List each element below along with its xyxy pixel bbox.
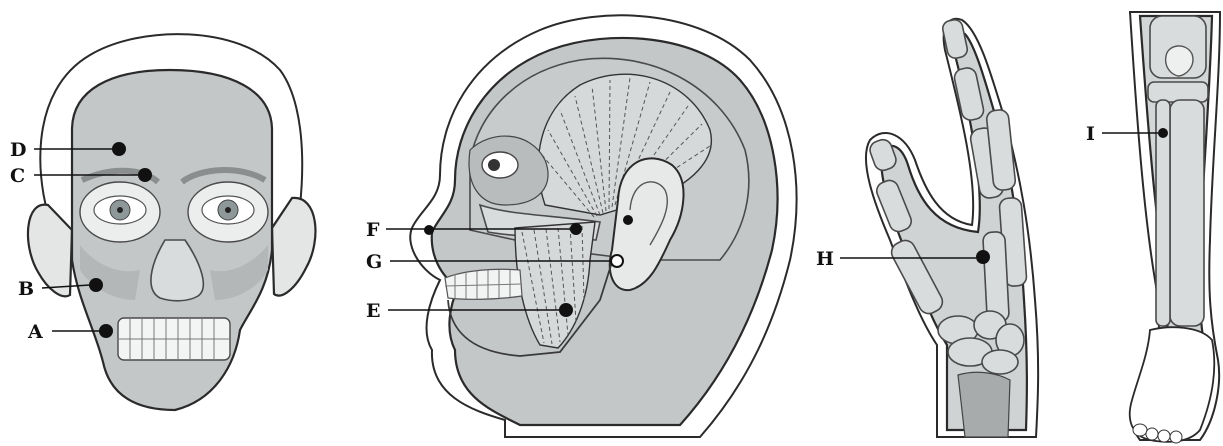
label-H: H <box>816 248 834 270</box>
label-F: F <box>366 219 380 241</box>
lateral-teeth <box>445 269 522 299</box>
label-C: C <box>10 165 25 187</box>
lower-leg-figure <box>1130 12 1220 443</box>
label-G: G <box>366 251 382 273</box>
teeth-row <box>118 318 230 360</box>
label-A: A <box>27 321 43 343</box>
iris <box>488 159 500 171</box>
radius-bone <box>958 372 1010 437</box>
left-ear <box>28 205 72 297</box>
tibial-plateau <box>1148 82 1208 102</box>
metacarpal-1 <box>983 231 1010 322</box>
tibia <box>1170 100 1204 326</box>
hand-figure <box>866 18 1038 437</box>
right-pupil <box>225 207 231 213</box>
lateral-head-figure <box>410 15 796 437</box>
label-I: I <box>1086 123 1095 145</box>
label-E: E <box>366 300 380 322</box>
frontal-skull-figure <box>28 34 316 410</box>
label-B: B <box>18 278 34 300</box>
label-D: D <box>10 139 26 161</box>
right-ear <box>272 198 315 296</box>
left-pupil <box>117 207 123 213</box>
